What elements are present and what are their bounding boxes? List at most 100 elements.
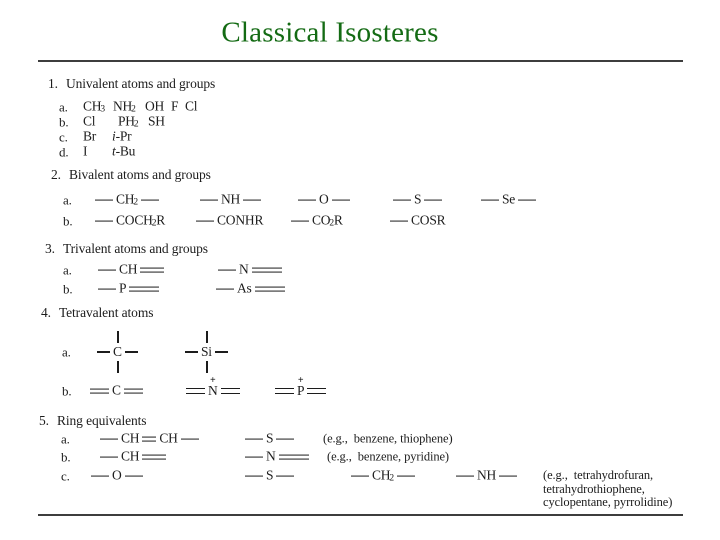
- single-bond-icon: [98, 288, 116, 290]
- formula-text: Se: [502, 191, 516, 207]
- single-bond-icon: [200, 199, 218, 201]
- row-label: a.: [63, 262, 72, 278]
- formula-text: CH: [121, 430, 140, 446]
- example-note: (e.g., tetrahydrofuran,tetrahydrothiophe…: [543, 467, 673, 510]
- bottom-rule: [38, 514, 683, 516]
- single-bond-icon: [351, 475, 369, 477]
- example-note: (e.g., benzene, pyridine): [327, 450, 449, 464]
- formula-group: t-Bu: [112, 143, 136, 160]
- charged-atom: N+: [208, 376, 218, 399]
- single-bond-icon: [214, 351, 228, 353]
- formula-text: SH: [148, 113, 165, 129]
- single-bond-icon: [245, 475, 263, 477]
- section-heading: 3.Trivalent atoms and groups: [45, 241, 208, 257]
- formula-group: S: [242, 467, 297, 484]
- section-heading: 5.Ring equivalents: [39, 413, 147, 429]
- slide-title: Classical Isosteres: [221, 16, 439, 49]
- formula-group: As: [213, 281, 288, 297]
- formula-group: Cl: [185, 99, 198, 115]
- section-number: 1.: [48, 76, 58, 91]
- formula-group: P+: [272, 376, 329, 399]
- formula-text: NH: [113, 98, 133, 114]
- subscript: 2: [151, 218, 157, 229]
- single-bond-icon: [276, 438, 295, 440]
- single-bond-icon: [218, 269, 236, 271]
- double-bond-icon: [142, 436, 157, 442]
- formula-text: C: [113, 343, 122, 359]
- formula-group: I: [83, 144, 88, 160]
- row-label: c.: [59, 129, 68, 145]
- formula-text: CO: [312, 212, 331, 228]
- formula-text: S: [266, 430, 274, 446]
- formula-group: CH: [97, 448, 169, 465]
- formula-group: P: [95, 281, 162, 297]
- formula-group: N: [215, 262, 285, 278]
- single-bond-icon: [393, 199, 411, 201]
- example-note-line: (e.g., tetrahydrofuran,: [543, 467, 654, 482]
- single-bond-icon: [243, 199, 262, 201]
- section-heading: 1. Univalent atoms and groups: [48, 76, 215, 92]
- section-heading-text: Univalent atoms and groups: [65, 76, 216, 91]
- double-bond-icon: [140, 267, 165, 273]
- row-label: a.: [61, 431, 70, 447]
- charged-atom: P+: [297, 376, 305, 399]
- single-bond-icon: [100, 456, 118, 458]
- section-number: 5.: [39, 413, 49, 428]
- formula-text: -Bu: [115, 143, 136, 159]
- formula-text: R: [333, 212, 343, 228]
- formula-text: CH: [372, 467, 391, 483]
- formula-text: O: [112, 467, 122, 483]
- formula-group: Br: [83, 128, 97, 145]
- single-bond-icon: [456, 475, 474, 477]
- double-bond-icon: [129, 286, 160, 292]
- formula-text: R: [156, 212, 166, 228]
- row-label: d.: [59, 144, 69, 160]
- single-bond-icon: [276, 475, 295, 477]
- single-bond-icon: [245, 456, 263, 458]
- formula-group: S: [242, 430, 297, 447]
- formula-text: CH: [121, 448, 140, 464]
- formula-group: CONHR: [193, 212, 264, 229]
- example-note-line: cyclopentane, pyrrolidine): [543, 494, 673, 509]
- subscript: 2: [389, 473, 394, 484]
- formula-group: Cl: [83, 114, 96, 130]
- example-note: (e.g., benzene, thiophene): [323, 432, 453, 446]
- single-bond-icon: [100, 438, 118, 440]
- formula-text: CONHR: [217, 212, 264, 228]
- formula-text: NH: [221, 191, 241, 207]
- formula-group: NH: [453, 467, 520, 484]
- formula-text: NH: [477, 467, 497, 483]
- formula-group: C: [87, 382, 146, 399]
- formula-text: N: [266, 448, 276, 464]
- row-label: a.: [62, 344, 71, 360]
- formula-text: Br: [83, 128, 97, 144]
- formula-text: P: [297, 383, 305, 398]
- row-label: b.: [63, 213, 73, 229]
- formula-text: OH: [145, 98, 165, 114]
- formula-text: -Pr: [115, 128, 132, 144]
- formula-text: Si: [201, 343, 212, 359]
- double-bond-icon: [251, 267, 282, 273]
- single-bond-icon: [216, 288, 234, 290]
- formula-group: S: [390, 192, 445, 208]
- formula-group: O: [295, 191, 353, 208]
- formula-text: CH: [83, 98, 102, 114]
- formula-group: N: [242, 448, 312, 465]
- single-bond-icon: [185, 351, 198, 353]
- section-number: 3.: [45, 241, 55, 256]
- single-bond-icon: [180, 438, 199, 440]
- single-bond-icon: [91, 475, 109, 477]
- row-label: b.: [62, 383, 72, 399]
- tetravalent-cross: Si: [183, 331, 230, 373]
- formula-text: O: [319, 191, 329, 207]
- single-bond-icon: [518, 199, 537, 201]
- tetravalent-cross: C: [95, 331, 140, 373]
- formula-group: Se: [478, 191, 539, 208]
- formula-group: F: [171, 99, 179, 115]
- formula-text: C: [112, 382, 121, 398]
- formula-text: S: [266, 467, 274, 483]
